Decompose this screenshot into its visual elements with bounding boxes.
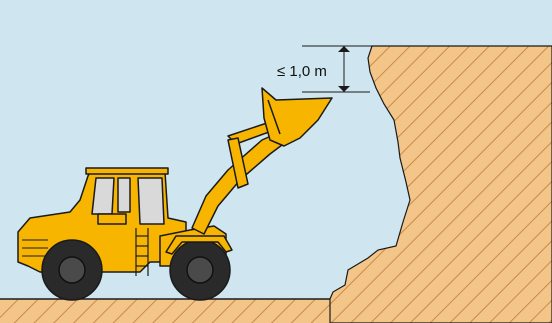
cab-window-front xyxy=(137,177,165,225)
front-fender xyxy=(165,235,233,255)
rear-grille xyxy=(22,239,48,257)
material-pile xyxy=(329,45,552,323)
front-wheel-rim xyxy=(186,256,214,284)
bucket-rib xyxy=(267,99,281,135)
cab-window-door xyxy=(117,177,131,213)
height-dimension xyxy=(302,45,372,93)
rear-wheel-rim xyxy=(58,256,86,284)
access-ladder xyxy=(135,228,149,276)
cab-window-rear xyxy=(91,177,115,215)
dimension-label: ≤ 1,0 m xyxy=(277,63,327,80)
tilt-cylinder xyxy=(227,137,249,189)
cab-door-panel xyxy=(97,213,127,225)
cab-roof xyxy=(85,167,169,175)
dimension-arrow-top xyxy=(338,46,350,52)
wheel-loader xyxy=(17,87,333,301)
dimension-arrow-bottom xyxy=(338,86,350,92)
